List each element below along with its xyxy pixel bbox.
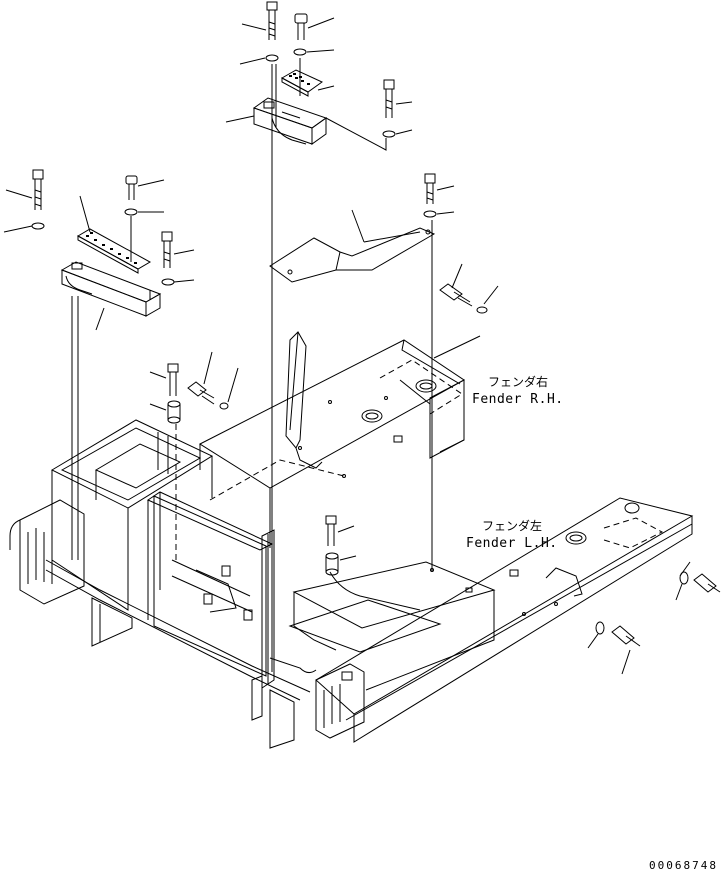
bolt-left-center	[168, 364, 178, 396]
assembly-lines	[72, 58, 432, 672]
socket-bolt-top	[295, 14, 307, 40]
main-frame	[10, 332, 720, 748]
bolt-bottom-right	[612, 626, 640, 646]
washer-left-2	[125, 209, 137, 215]
fender-rh-label: Fender R.H.	[472, 392, 564, 407]
socket-bolt-left	[126, 176, 137, 200]
spacer-center	[326, 553, 338, 575]
left-bracket-assembly	[4, 170, 194, 330]
fender-rh-japanese-label: フェンダ右	[488, 375, 549, 389]
bracket-top	[254, 98, 326, 144]
perforated-plate-top	[282, 70, 322, 96]
bolt-far-right	[694, 574, 720, 592]
document-number: 00068748	[649, 859, 718, 872]
washer-top-far-right	[383, 131, 395, 137]
bolt-top-left	[267, 2, 277, 40]
fender-lh-label: Fender L.H.	[466, 536, 558, 551]
bracket-left	[62, 262, 160, 316]
washer-left-3	[162, 279, 174, 285]
angle-plate	[270, 228, 434, 282]
bolt-lying	[440, 284, 472, 306]
bolt-left	[33, 170, 43, 210]
bolt-lying-left	[188, 382, 214, 404]
washer-top-left	[266, 55, 278, 61]
right-top-fasteners	[270, 174, 498, 313]
spacer-left-center	[168, 401, 180, 423]
fender-lh-japanese-label: フェンダ左	[482, 519, 543, 533]
bolt-top-right	[384, 80, 394, 118]
perforated-plate-left	[78, 229, 150, 273]
bolt-center	[326, 516, 336, 546]
washer-lying	[477, 307, 487, 313]
washer-left	[32, 223, 44, 229]
washer-right-top	[424, 211, 436, 217]
bolt-right-top	[425, 174, 435, 204]
washer-top-right	[294, 49, 306, 55]
bolt-left-3	[162, 232, 172, 268]
top-bracket-assembly	[226, 2, 412, 150]
